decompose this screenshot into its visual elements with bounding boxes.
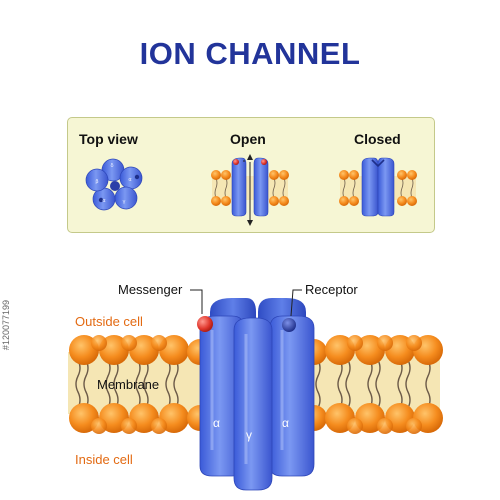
receptor-site [282, 318, 296, 332]
receptor-label: Receptor [305, 282, 358, 297]
channel-protein [199, 298, 315, 491]
top-view-letter: δ [110, 163, 113, 169]
outside-cell-label: Outside cell [75, 314, 143, 329]
lipid-heads-bottom [69, 403, 443, 434]
stock-id: #120077199 [1, 300, 11, 351]
top-view-letter: β [95, 179, 98, 185]
channel-letter-gamma: γ [246, 428, 252, 442]
inside-cell-label: Inside cell [75, 452, 133, 467]
open-channel-illustration [211, 154, 289, 226]
top-view-letter: γ [123, 199, 126, 205]
open-label: Open [230, 131, 266, 147]
receptor-leader-line [290, 289, 302, 317]
channel-letter-alpha-left: α [213, 416, 220, 430]
membrane-label: Membrane [97, 377, 160, 392]
top-view-label: Top view [79, 131, 138, 147]
messenger-molecule [197, 316, 213, 332]
diagram-title: ION CHANNEL [139, 36, 361, 71]
messenger-leader-line [190, 289, 203, 314]
lipid-tails [75, 359, 431, 409]
top-view-letter: α [128, 177, 132, 183]
channel-letter-alpha-right: α [282, 416, 289, 430]
top-view-illustration [85, 158, 143, 211]
top-view-letter: α [102, 198, 106, 204]
messenger-label: Messenger [118, 282, 183, 297]
closed-channel-illustration [339, 157, 417, 217]
closed-label: Closed [354, 131, 401, 147]
